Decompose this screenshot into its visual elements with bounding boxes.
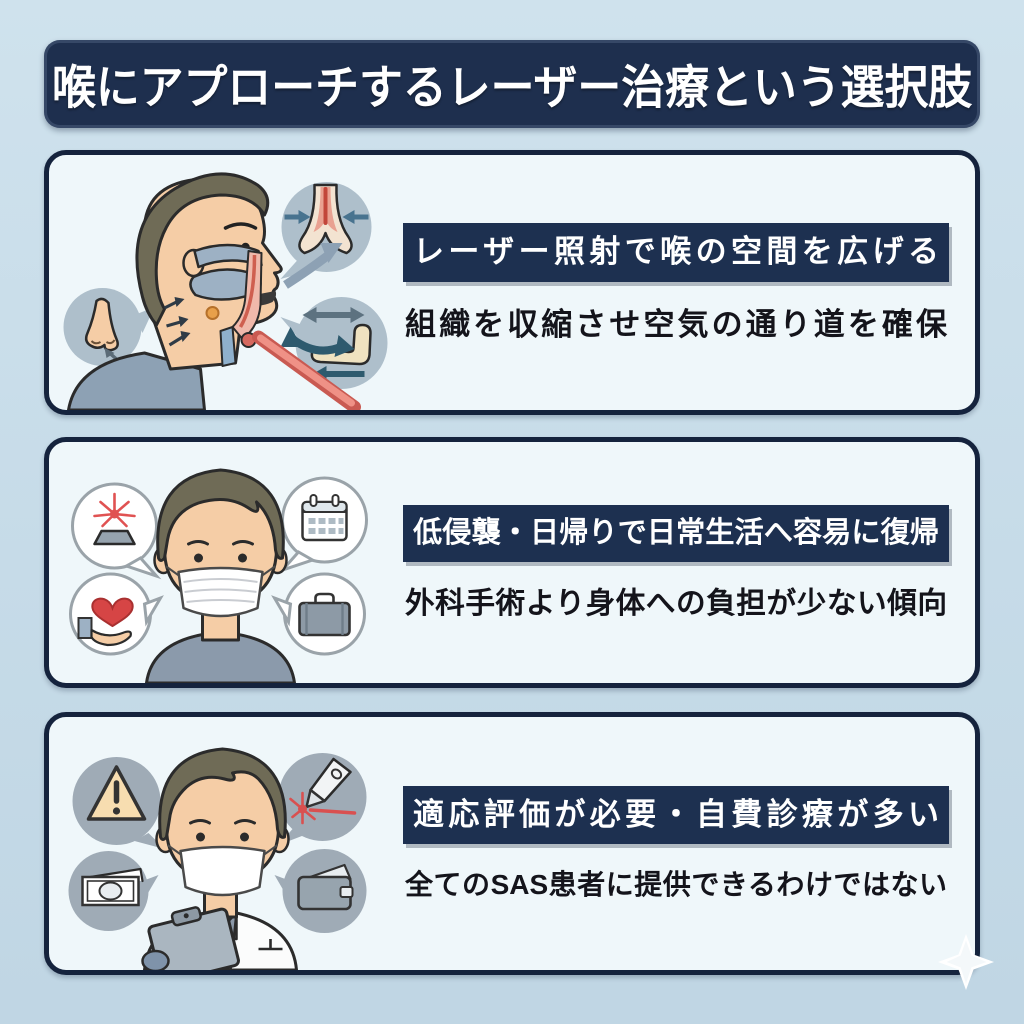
masked-patient-figure (145, 468, 296, 683)
laser-device-icon (71, 482, 162, 580)
page-title: 喉にアプローチするレーザー治療という選択肢 (51, 62, 973, 115)
doctor-figure (141, 747, 298, 970)
sparkle-icon (938, 934, 994, 990)
card-recovery: 低侵襲・日帰りで日常生活へ容易に復帰 外科手術より身体への負担が少ない傾向 (44, 437, 980, 688)
banknote-icon (68, 851, 159, 931)
nose-airflow-icon (63, 288, 155, 366)
card-caution-headline: 適応評価が必要・自費診療が多い (403, 785, 949, 845)
masked-patient (49, 442, 401, 683)
warning-icon (72, 757, 165, 849)
laser-beam-icon (252, 243, 361, 410)
patient-profile-throat-laser (49, 155, 401, 410)
card-recovery-text: 低侵襲・日帰りで日常生活へ容易に復帰 外科手術より身体への負担が少ない傾向 (401, 442, 975, 683)
throat-narrowing-icon (280, 182, 372, 279)
card-mechanism-description: 組織を収縮させ空気の通り道を確保 (405, 306, 947, 342)
card-mechanism: レーザー照射で喉の空間を広げる 組織を収縮させ空気の通り道を確保 (44, 150, 980, 415)
patient-head-profile (67, 172, 283, 410)
doctor-with-clipboard (49, 717, 401, 970)
card-mechanism-text: レーザー照射で喉の空間を広げる 組織を収縮させ空気の通り道を確保 (401, 155, 975, 410)
laser-pen-icon (278, 753, 367, 845)
heart-in-hand-icon (69, 572, 164, 656)
page-title-banner: 喉にアプローチするレーザー治療という選択肢 (44, 40, 980, 128)
card-mechanism-headline: レーザー照射で喉の空間を広げる (403, 223, 949, 282)
card-recovery-headline: 低侵襲・日帰りで日常生活へ容易に復帰 (403, 504, 949, 562)
calendar-icon (277, 476, 368, 574)
briefcase-icon (271, 572, 366, 656)
wallet-icon (274, 849, 367, 933)
doctor-clipboard-illustration (68, 747, 367, 970)
card-caution: 適応評価が必要・自費診療が多い 全てのSAS患者に提供できるわけではない (44, 712, 980, 975)
patient-profile-illustration (63, 172, 388, 410)
card-recovery-description: 外科手術より身体への負担が少ない傾向 (405, 586, 947, 620)
card-caution-description: 全てのSAS患者に提供できるわけではない (405, 869, 947, 901)
masked-patient-illustration (69, 468, 368, 683)
card-caution-text: 適応評価が必要・自費診療が多い 全てのSAS患者に提供できるわけではない (401, 717, 975, 970)
clipboard (147, 906, 240, 970)
